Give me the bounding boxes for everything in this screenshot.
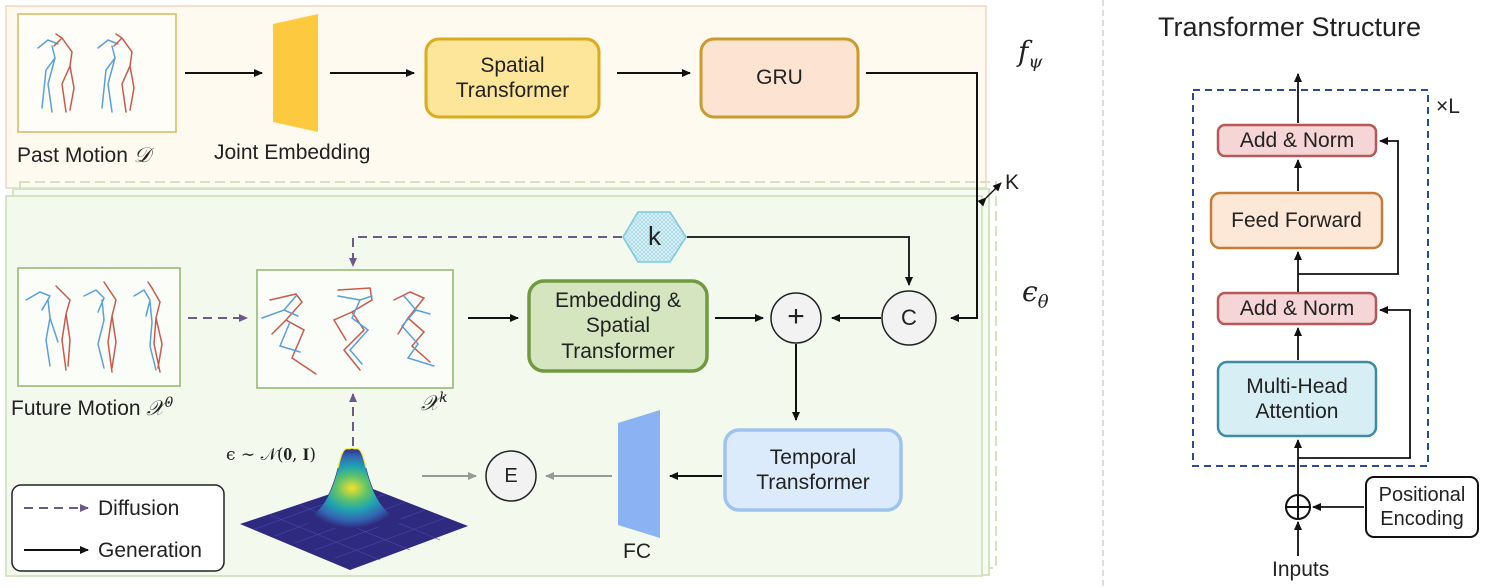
temporal-transformer-box-shape [723,428,903,512]
residual-2 [1298,137,1399,275]
future-motion-label: Future Motion 𝒳0 [11,395,174,420]
add-norm-top: Add & Norm [1239,128,1355,152]
add-norm-bottom: Add & Norm [1239,296,1355,320]
fc-trapezoid [618,410,660,538]
k-repeat-arrow [977,182,1002,207]
residual-1 [1298,306,1411,459]
past-motion-frame [17,13,177,133]
repeat-label: ×L [1436,95,1460,118]
error-circle [485,450,537,502]
fc-label: FC [623,540,651,563]
past-motion-label: Past Motion 𝒟 [17,143,151,167]
add-norm-top-shape [1216,123,1378,158]
noisy-motion-skeletons [261,287,435,375]
add-norm-bottom-shape [1216,291,1378,326]
multi-head-attention-box: Multi-Head Attention [1246,374,1348,423]
transformer-structure-title: Transformer Structure [1158,12,1422,42]
eps-theta-label: ϵθ [1022,275,1049,313]
arrow-k-to-concat [687,236,913,286]
embedding-spatial-box: Embedding & Spatial Transformer [554,288,682,363]
feed-forward-shape [1209,191,1384,250]
legend-diffusion-label: Diffusion [98,497,180,520]
future-motion-skeletons [25,281,163,373]
gru-box: GRU [756,66,803,90]
joint-embedding-trapezoid [273,14,318,132]
sum-node: + [787,300,805,333]
step-k-hexagon [622,211,687,263]
past-motion-skeletons [37,33,135,113]
arrow-k-to-noisy [349,236,622,267]
spatial-transformer-box-shape [424,37,601,119]
embedding-spatial-box-shape [527,279,709,373]
transformer-repeat-frame [1192,89,1429,467]
concat-node: C [901,304,917,330]
future-motion-frame [17,267,181,387]
noisy-motion-label: 𝒳k [421,390,448,415]
arrow-gru-to-concat [866,72,978,322]
f-psi-label: fψ [1018,35,1043,73]
legend-generation-label: Generation [98,539,202,562]
gaussian-noise-plot [240,447,468,570]
positional-encoding-box: Positional Encoding [1378,484,1466,530]
inputs-label: Inputs [1272,558,1330,581]
gru-box-shape [699,37,860,119]
concat-circle [881,290,937,346]
mha-shape [1216,360,1378,438]
k-repeat-label: K [1005,171,1020,194]
positional-encoding-shape [1365,476,1479,538]
feed-forward-box: Feed Forward [1231,208,1362,232]
error-node: E [504,465,518,487]
spatial-transformer-box: Spatial Transformer [455,53,570,102]
joint-embedding-label: Joint Embedding [214,141,371,164]
noise-label: ϵ ∼ 𝒩(𝟎, 𝐈) [226,445,316,465]
step-k-label: k [648,221,661,252]
temporal-transformer-box: Temporal Transformer [756,445,870,494]
sum-circle [770,292,822,344]
